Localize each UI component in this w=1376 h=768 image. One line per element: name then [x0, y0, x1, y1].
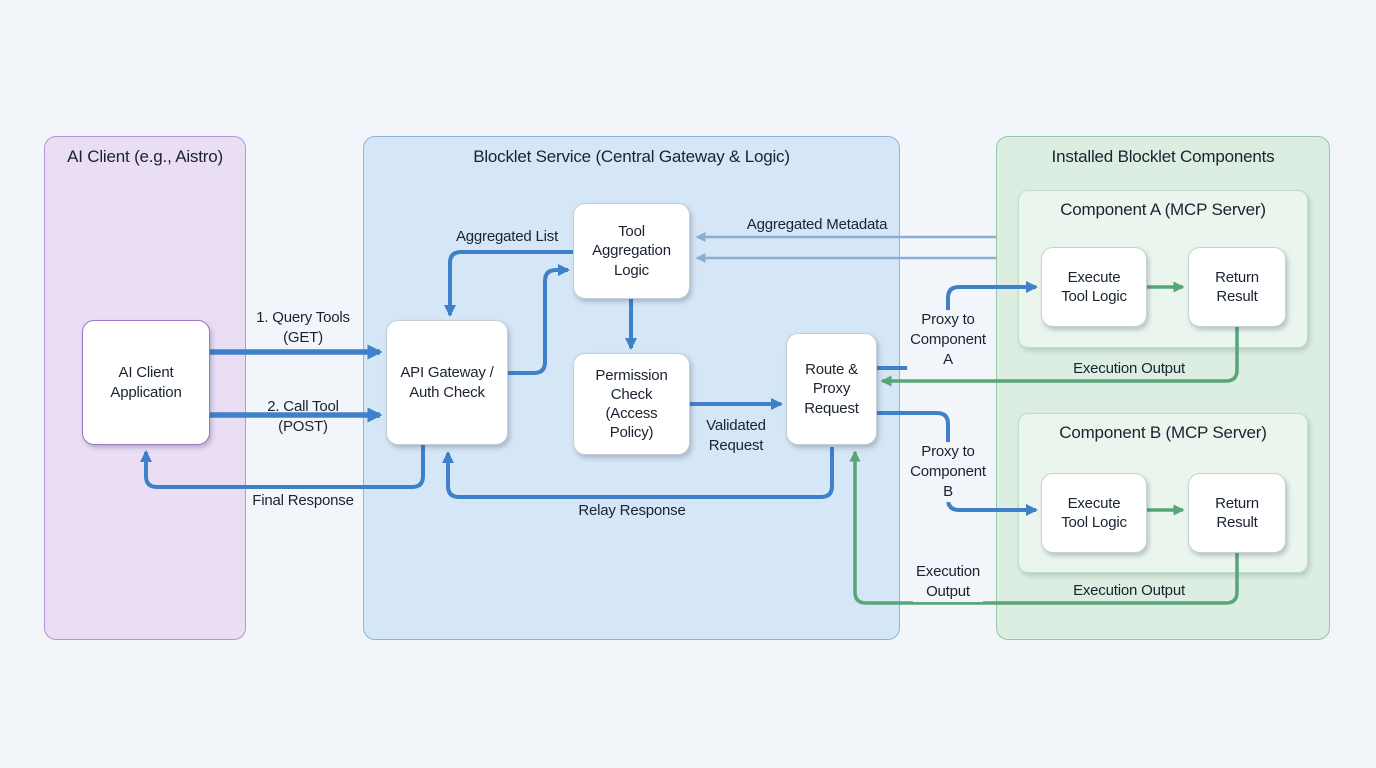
- node-route-proxy-request: Route & Proxy Request: [786, 333, 877, 445]
- container-ai-client: AI Client (e.g., Aistro): [44, 136, 246, 640]
- node-permission-check: Permission Check (Access Policy): [573, 353, 690, 455]
- node-tool-aggregation-logic: Tool Aggregation Logic: [573, 203, 690, 299]
- label-execution-output-a: Execution Output: [1073, 360, 1185, 378]
- label-final-response: Final Response: [252, 492, 354, 510]
- ai-client-container-title: AI Client (e.g., Aistro): [67, 147, 223, 166]
- node-execute-tool-logic-a: Execute Tool Logic: [1041, 247, 1147, 327]
- label-execution-output-b: Execution Output: [1073, 582, 1185, 600]
- blocklet-service-container-title: Blocklet Service (Central Gateway & Logi…: [473, 147, 790, 166]
- node-execute-tool-logic-b: Execute Tool Logic: [1041, 473, 1147, 553]
- label-proxy-to-a: Proxy to Component A: [907, 310, 989, 370]
- node-return-result-a: Return Result: [1188, 247, 1286, 327]
- label-relay-response: Relay Response: [578, 502, 686, 520]
- label-execution-output-mid: Execution Output: [912, 562, 984, 602]
- label-proxy-to-b: Proxy to Component B: [907, 442, 989, 502]
- node-return-result-b: Return Result: [1188, 473, 1286, 553]
- label-aggregated-metadata: Aggregated Metadata: [746, 216, 888, 234]
- label-aggregated-list: Aggregated List: [455, 228, 559, 246]
- installed-components-container-title: Installed Blocklet Components: [1051, 147, 1275, 166]
- node-api-gateway-auth-check: API Gateway / Auth Check: [386, 320, 508, 445]
- component-a-title: Component A (MCP Server): [1060, 200, 1266, 219]
- node-ai-client-application: AI Client Application: [82, 320, 210, 445]
- label-validated-request: Validated Request: [706, 417, 766, 454]
- label-query-tools: 1. Query Tools (GET): [256, 309, 350, 346]
- label-call-tool: 2. Call Tool (POST): [267, 398, 339, 435]
- component-b-title: Component B (MCP Server): [1059, 423, 1267, 442]
